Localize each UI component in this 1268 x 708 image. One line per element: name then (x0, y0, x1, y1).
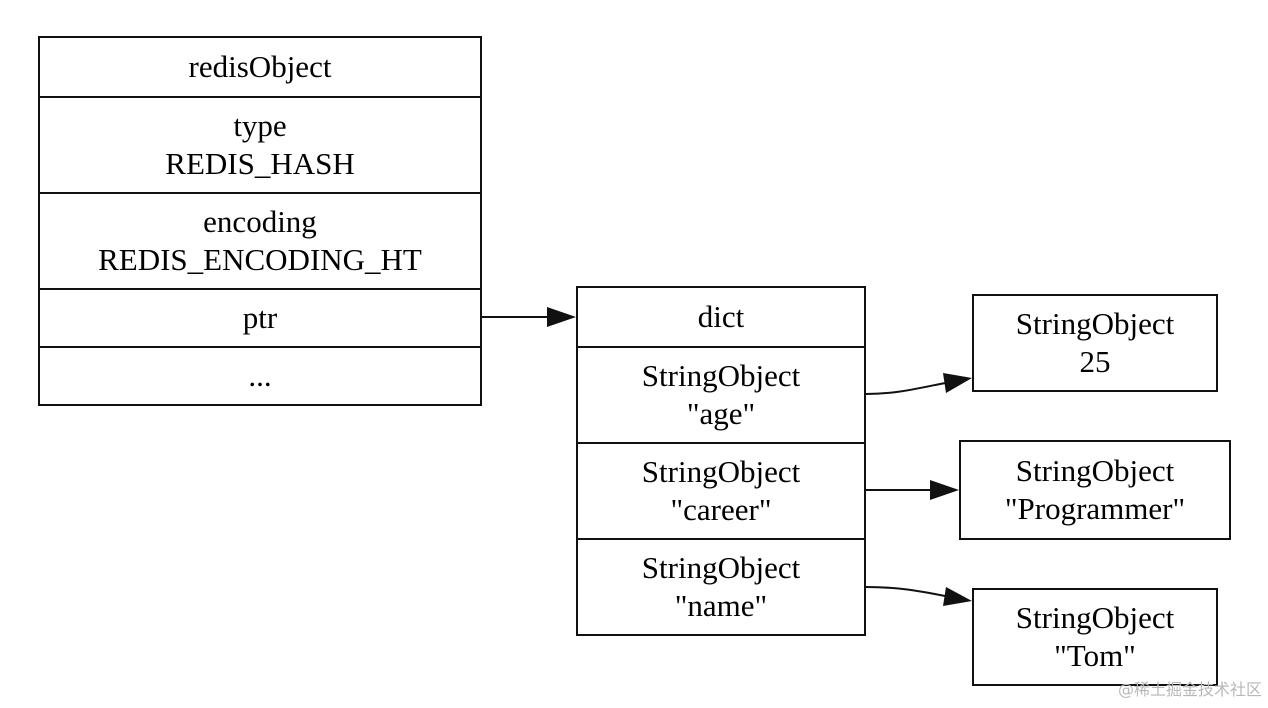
redis-object-title: redisObject (188, 49, 332, 84)
dict-title-cell: dict (578, 288, 864, 346)
dict-entry-key: "career" (670, 492, 772, 527)
encoding-field-value: REDIS_ENCODING_HT (98, 242, 422, 277)
dict-entry-key: "name" (674, 588, 768, 623)
dict-entry-type: StringObject (641, 358, 801, 393)
age-to-value-edge (865, 382, 946, 395)
type-field-value: REDIS_HASH (165, 146, 355, 181)
dict-title: dict (697, 299, 745, 334)
dict-entry-type: StringObject (641, 550, 801, 585)
ellipsis-field-label: ... (248, 358, 272, 393)
name-to-value-edge (865, 586, 946, 597)
value-node-age: StringObject 25 (972, 294, 1218, 392)
ptr-to-dict-arrowhead (547, 307, 576, 327)
value-node-type: StringObject (1015, 453, 1175, 488)
watermark: @稀土掘金技术社区 (1117, 680, 1262, 699)
value-node-value: "Programmer" (1004, 491, 1186, 526)
value-node-type: StringObject (1015, 306, 1175, 341)
career-to-value-arrowhead (930, 480, 959, 500)
type-field-label: type (233, 108, 287, 143)
name-to-value-arrowhead (943, 587, 972, 606)
value-node-career: StringObject "Programmer" (959, 440, 1231, 540)
dict-entry-type: StringObject (641, 454, 801, 489)
ptr-field-label: ptr (242, 300, 278, 335)
value-node-value: "Tom" (1054, 638, 1136, 673)
ellipsis-field-cell: ... (40, 346, 480, 404)
redis-object-title-cell: redisObject (40, 38, 480, 96)
dict-entry-age: StringObject "age" (578, 346, 864, 442)
dict-record: dict StringObject "age" StringObject "ca… (576, 286, 866, 636)
dict-entry-key: "age" (686, 396, 756, 431)
encoding-field-cell: encoding REDIS_ENCODING_HT (40, 192, 480, 288)
type-field-cell: type REDIS_HASH (40, 96, 480, 192)
redis-object-record: redisObject type REDIS_HASH encoding RED… (38, 36, 482, 406)
dict-entry-career: StringObject "career" (578, 442, 864, 538)
encoding-field-label: encoding (203, 204, 317, 239)
age-to-value-arrowhead (943, 373, 972, 393)
dict-entry-name: StringObject "name" (578, 538, 864, 634)
value-node-name: StringObject "Tom" (972, 588, 1218, 686)
value-node-value: 25 (1079, 344, 1111, 379)
ptr-field-cell: ptr (40, 288, 480, 346)
value-node-type: StringObject (1015, 600, 1175, 635)
